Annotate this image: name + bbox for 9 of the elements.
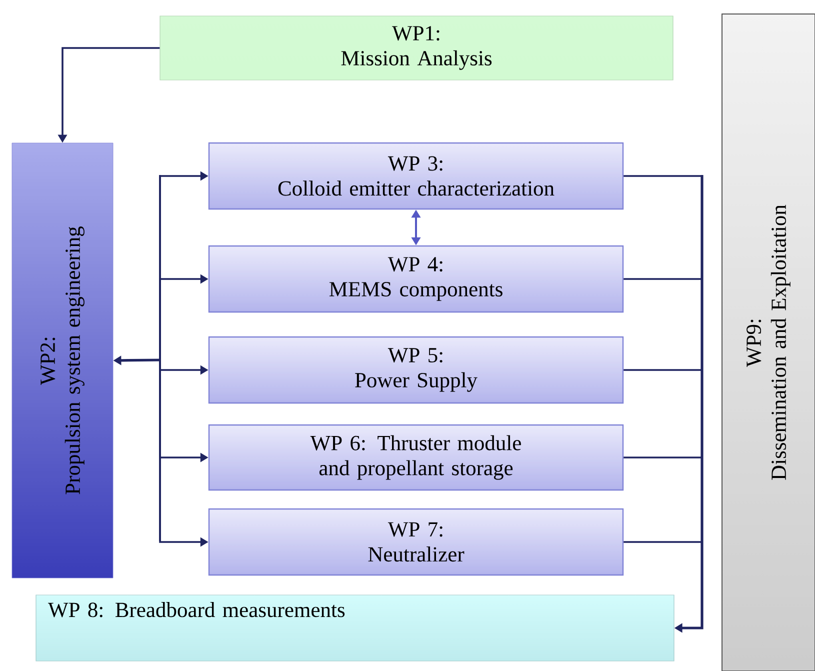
work-package-box: WP 8: Breadboard measurements	[36, 594, 674, 662]
work-package-box: WP 3: Colloid emitter characterization	[208, 142, 624, 210]
work-package-bar: WP2: Propulsion system engineering	[12, 142, 114, 578]
work-package-box: WP 5: Power Supply	[208, 336, 624, 404]
work-package-box: WP1: Mission Analysis	[160, 16, 674, 80]
work-package-box: WP 7: Neutralizer	[208, 508, 624, 576]
work-package-box: WP 6: Thruster module and propellant storage	[208, 424, 624, 491]
work-package-bar: WP9: Dissemination and Exploitation	[722, 14, 815, 671]
work-package-box: WP 4: MEMS components	[208, 245, 624, 313]
